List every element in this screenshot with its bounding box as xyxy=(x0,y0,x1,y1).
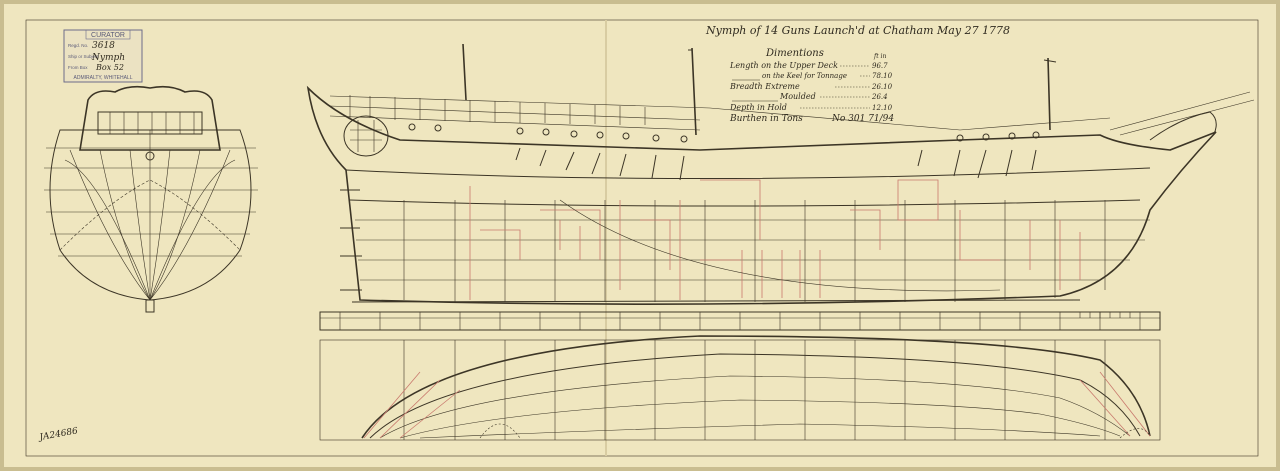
dim-label-4: Depth in Hold xyxy=(729,103,787,112)
stamp-footer: ADMIRALTY, WHITEHALL xyxy=(74,75,133,81)
stamp-value-box: Box 52 xyxy=(95,63,124,72)
scale-bar xyxy=(319,311,1161,331)
dim-label-0: Length on the Upper Deck xyxy=(729,61,838,70)
stamp-label-ship: Ship or Subject xyxy=(68,54,99,59)
stamp-value-ship: Nymph xyxy=(91,53,125,63)
dim-value-0: 96.7 xyxy=(872,62,888,70)
plan-border xyxy=(25,19,1259,457)
dim-label-5: Burthen in Tons xyxy=(729,114,803,124)
dim-value-5: No 301 71/94 xyxy=(831,114,894,124)
dimensions-unit-header: ft in xyxy=(873,53,886,60)
dim-label-1: on the Keel for Tonnage xyxy=(762,72,847,80)
stamp-label-regd: Regd. No. xyxy=(68,43,88,48)
body-plan-stern-view xyxy=(44,85,258,313)
plan-title: Nymph of 14 Guns Launch'd at Chatham May… xyxy=(705,24,1010,37)
dim-value-2: 26.10 xyxy=(871,83,893,91)
dim-label-2: Breadth Extreme xyxy=(729,82,800,91)
dim-value-3: 26.4 xyxy=(871,93,888,101)
dimensions-heading: Dimentions xyxy=(765,48,824,59)
half-breadth-plan xyxy=(319,335,1161,441)
stamp-label-box: From Box xyxy=(68,65,88,70)
dim-value-4: 12.10 xyxy=(872,104,893,112)
stamp-heading: CURATOR xyxy=(91,32,125,39)
stamp-value-regd: 3618 xyxy=(92,41,115,51)
dimensions-table: Dimentions ft in Length on the Upper Dec… xyxy=(729,48,894,124)
dim-value-1: 78.10 xyxy=(872,72,893,80)
curator-stamp: CURATOR Regd. No. 3618 Ship or Subject N… xyxy=(63,29,143,83)
dim-label-3: Moulded xyxy=(779,92,816,101)
sheer-plan-profile xyxy=(306,43,1255,305)
